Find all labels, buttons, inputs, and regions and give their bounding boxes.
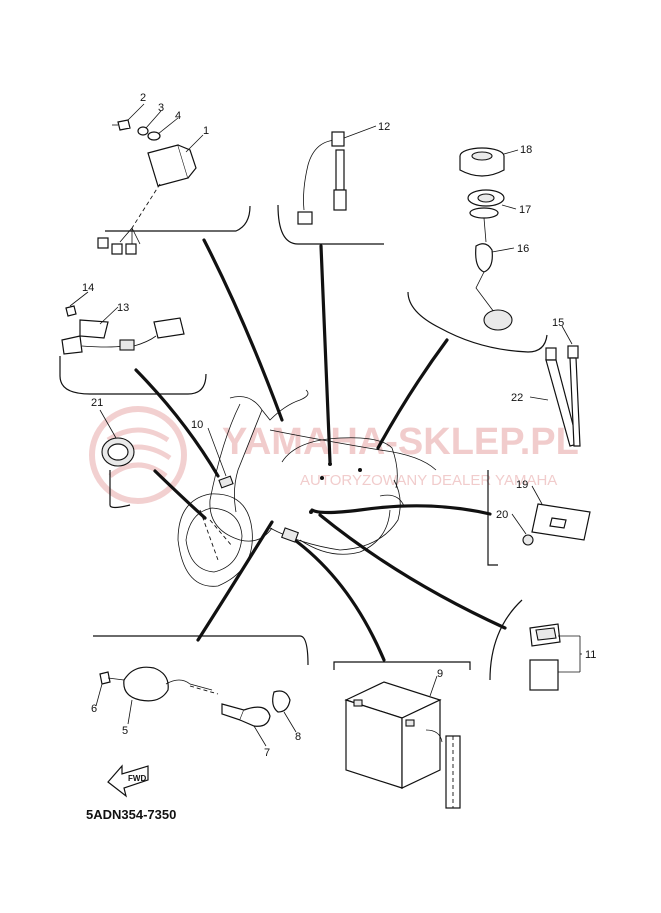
callout-numbers: 1 2 3 4 5 6 7 8 9 10 11 12 13 14 15 16 1… [82, 92, 596, 759]
drawing-code: 5ADN354-7350 [86, 807, 176, 822]
callout-6: 6 [91, 703, 97, 715]
callout-15: 15 [552, 317, 564, 329]
callout-11: 11 [585, 649, 596, 661]
callout-1: 1 [203, 125, 209, 137]
part-relay-13 [61, 305, 185, 355]
callout-20: 20 [496, 509, 508, 521]
callout-4: 4 [175, 110, 181, 122]
part-11 [529, 623, 581, 691]
part-fuel-sender [459, 147, 513, 331]
part-cable-ties [545, 345, 581, 447]
fwd-label: FWD [128, 774, 146, 783]
callout-21: 21 [91, 397, 103, 409]
part-sensor-12 [297, 131, 347, 225]
watermark: YAMAHA-SKLEP.PL AUTORYZOWANY DEALER YAMA… [89, 406, 579, 504]
callout-7: 7 [264, 747, 270, 759]
fwd-arrow: FWD [107, 764, 149, 798]
watermark-title: YAMAHA-SKLEP.PL [222, 421, 579, 463]
scooter-outline [177, 389, 437, 587]
callout-12: 12 [378, 121, 390, 133]
callout-8: 8 [295, 731, 301, 743]
callout-16: 16 [517, 243, 529, 255]
group-brackets [59, 204, 548, 681]
part-cdi-unit [97, 119, 197, 255]
part-ignition-coil [99, 666, 291, 727]
callout-19: 19 [516, 479, 528, 491]
callout-14: 14 [82, 282, 94, 294]
callout-2: 2 [140, 92, 146, 104]
callout-22: 22 [511, 392, 523, 404]
callout-9: 9 [437, 668, 443, 680]
part-battery [344, 681, 461, 809]
callout-13: 13 [117, 302, 129, 314]
callout-3: 3 [158, 102, 164, 114]
callout-5: 5 [122, 725, 128, 737]
callout-18: 18 [520, 144, 532, 156]
part-cap-21 [101, 437, 135, 467]
callout-10: 10 [191, 419, 203, 431]
callout-leaders [69, 103, 582, 747]
part-bracket-19 [522, 503, 591, 546]
callout-17: 17 [519, 204, 531, 216]
watermark-subtitle: AUTORYZOWANY DEALER YAMAHA [300, 472, 557, 489]
